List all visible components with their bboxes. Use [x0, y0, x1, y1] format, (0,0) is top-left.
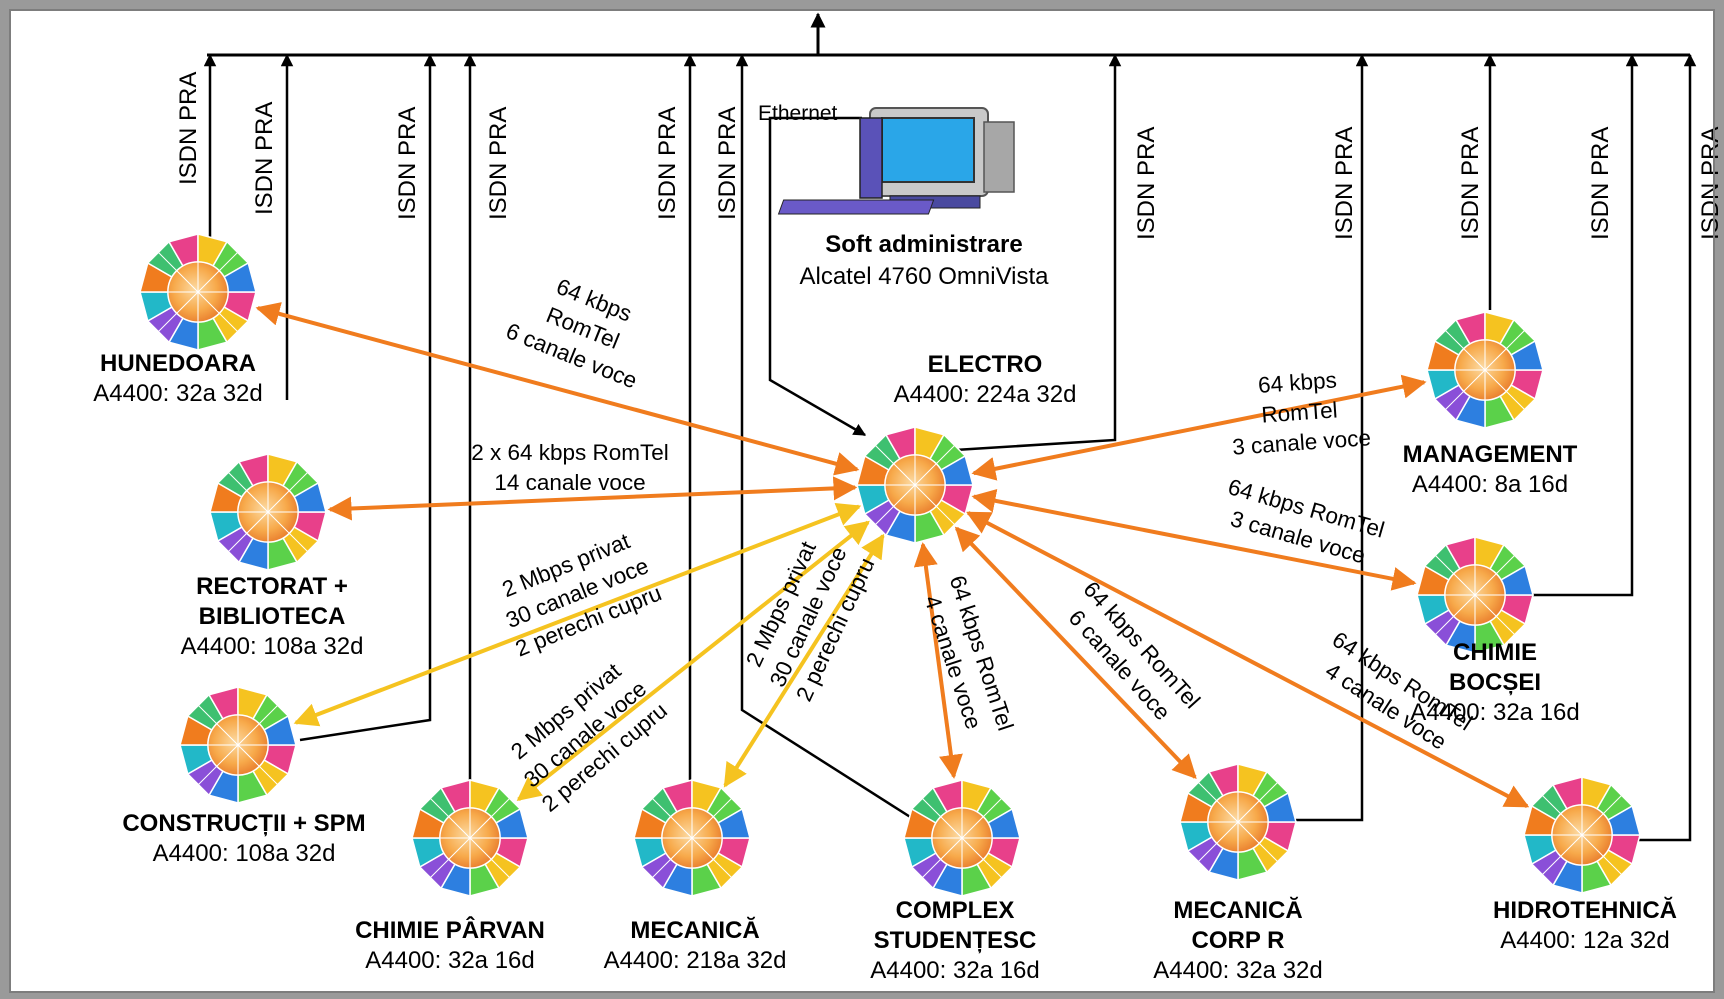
node-name: CONSTRUCȚII + SPM [122, 810, 365, 837]
node-model: A4400: 8a 16d [1412, 471, 1568, 498]
node-model: A4400: 218a 32d [604, 947, 787, 974]
pbx-sphere-icon [411, 779, 529, 897]
pbx-sphere-icon [179, 686, 297, 804]
node-name: RECTORAT + [196, 573, 348, 600]
link-label-line: 14 canale voce [494, 470, 645, 495]
admin-workstation[interactable]: Ethernet Soft administrare Alcatel 4760 … [758, 102, 1049, 290]
isdn-label: ISDN PRA [1331, 127, 1358, 240]
node-name: CHIMIE [1453, 639, 1537, 666]
link-hunedoara[interactable] [255, 302, 860, 476]
isdn-label: ISDN PRA [251, 102, 278, 215]
pbx-sphere-icon [1523, 776, 1641, 894]
node-name: HUNEDOARA [100, 350, 256, 377]
node-name: HIDROTEHNICĂ [1493, 896, 1677, 924]
node-mecanica-corp-r[interactable]: MECANICĂ CORP R A4400: 32a 32d [1153, 763, 1323, 984]
node-model: A4400: 32a 32d [1153, 957, 1323, 984]
isdn-label: ISDN PRA [1457, 127, 1484, 240]
isdn-label: ISDN PRA [654, 107, 681, 220]
node-model: A4400: 32a 16d [1410, 699, 1580, 726]
link-management[interactable] [971, 374, 1427, 481]
node-name: STUDENȚESC [874, 927, 1037, 954]
link-label-line: RomTel [1261, 397, 1339, 427]
isdn-label: ISDN PRA [1133, 127, 1160, 240]
node-name: CORP R [1192, 927, 1285, 954]
isdn-uplink-1: ISDN PRA [175, 53, 217, 240]
node-name: MECANICĂ [630, 916, 759, 944]
pbx-sphere-icon [633, 779, 751, 897]
isdn-line [1520, 53, 1639, 597]
isdn-label: ISDN PRA [175, 72, 202, 185]
nodes-layer: ELECTRO A4400: 224a 32d HUNEDOARA A4400: 32… [93, 233, 1677, 984]
node-rectorat[interactable]: RECTORAT + BIBLIOTECA A4400: 108a 32d [181, 453, 364, 660]
node-name: MANAGEMENT [1403, 441, 1578, 468]
link-chimie-bocsei[interactable] [971, 488, 1417, 591]
node-electro[interactable]: ELECTRO A4400: 224a 32d [856, 351, 1077, 544]
node-name: MECANICĂ [1173, 896, 1302, 924]
isdn-uplink-9: ISDN PRA [1457, 53, 1497, 310]
isdn-line [1630, 53, 1697, 842]
node-mecanica[interactable]: MECANICĂ A4400: 218a 32d [604, 779, 787, 974]
link-label-line: 64 kbps [1257, 367, 1337, 397]
node-model: A4400: 32a 16d [870, 957, 1040, 984]
isdn-uplink-2: ISDN PRA [251, 53, 294, 400]
node-hidrotehnica[interactable]: HIDROTEHNICĂ A4400: 12a 32d [1493, 776, 1677, 954]
computer-icon [777, 107, 1015, 215]
node-model: A4400: 32a 32d [93, 380, 263, 407]
isdn-label: ISDN PRA [394, 107, 421, 220]
isdn-label: ISDN PRA [1697, 127, 1724, 240]
isdn-label: ISDN PRA [1587, 127, 1614, 240]
isdn-uplink-8: ISDN PRA [1290, 53, 1369, 822]
node-name: ELECTRO [928, 351, 1043, 378]
node-name: COMPLEX [896, 897, 1015, 924]
links-layer [255, 302, 1530, 808]
pbx-sphere-icon [139, 233, 257, 351]
link-mecanica[interactable] [723, 533, 885, 788]
node-model: A4400: 12a 32d [1500, 927, 1670, 954]
isdn-label: ISDN PRA [485, 107, 512, 220]
node-model: A4400: 108a 32d [181, 633, 364, 660]
node-model: A4400: 108a 32d [153, 840, 336, 867]
workstation-subtitle: Alcatel 4760 OmniVista [799, 263, 1049, 290]
link-label-rectorat: 2 x 64 kbps RomTel 14 canale voce [471, 440, 669, 495]
node-chimie-parvan[interactable]: CHIMIE PÂRVAN A4400: 32a 16d [355, 779, 545, 974]
pbx-sphere-icon [1426, 311, 1544, 429]
node-constructii[interactable]: CONSTRUCȚII + SPM A4400: 108a 32d [122, 686, 366, 867]
pbx-sphere-icon [209, 453, 327, 571]
node-name: BOCȘEI [1449, 669, 1541, 696]
isdn-bus [207, 12, 1690, 57]
isdn-label: ISDN PRA [714, 107, 741, 220]
link-complex[interactable] [913, 542, 963, 779]
pbx-sphere-icon [856, 426, 974, 544]
node-model: A4400: 32a 16d [365, 947, 535, 974]
node-name: BIBLIOTECA [199, 603, 346, 630]
node-hunedoara[interactable]: HUNEDOARA A4400: 32a 32d [93, 233, 263, 407]
ethernet-label: Ethernet [758, 102, 838, 125]
node-model: A4400: 224a 32d [894, 381, 1077, 408]
isdn-uplink-11: ISDN PRA [1630, 53, 1724, 842]
workstation-title: Soft administrare [825, 231, 1022, 258]
link-label-line: 2 x 64 kbps RomTel [471, 440, 669, 465]
node-management[interactable]: MANAGEMENT A4400: 8a 16d [1403, 311, 1578, 498]
node-name: CHIMIE PÂRVAN [355, 916, 545, 944]
isdn-line [1290, 53, 1369, 822]
pbx-sphere-icon [1179, 763, 1297, 881]
pbx-sphere-icon [903, 779, 1021, 897]
isdn-uplink-10: ISDN PRA [1520, 53, 1639, 597]
node-chimie-bocsei[interactable]: CHIMIE BOCȘEI A4400: 32a 16d [1410, 536, 1580, 726]
node-complex[interactable]: COMPLEX STUDENȚESC A4400: 32a 16d [870, 779, 1040, 984]
pbx-sphere-icon [1416, 536, 1534, 654]
